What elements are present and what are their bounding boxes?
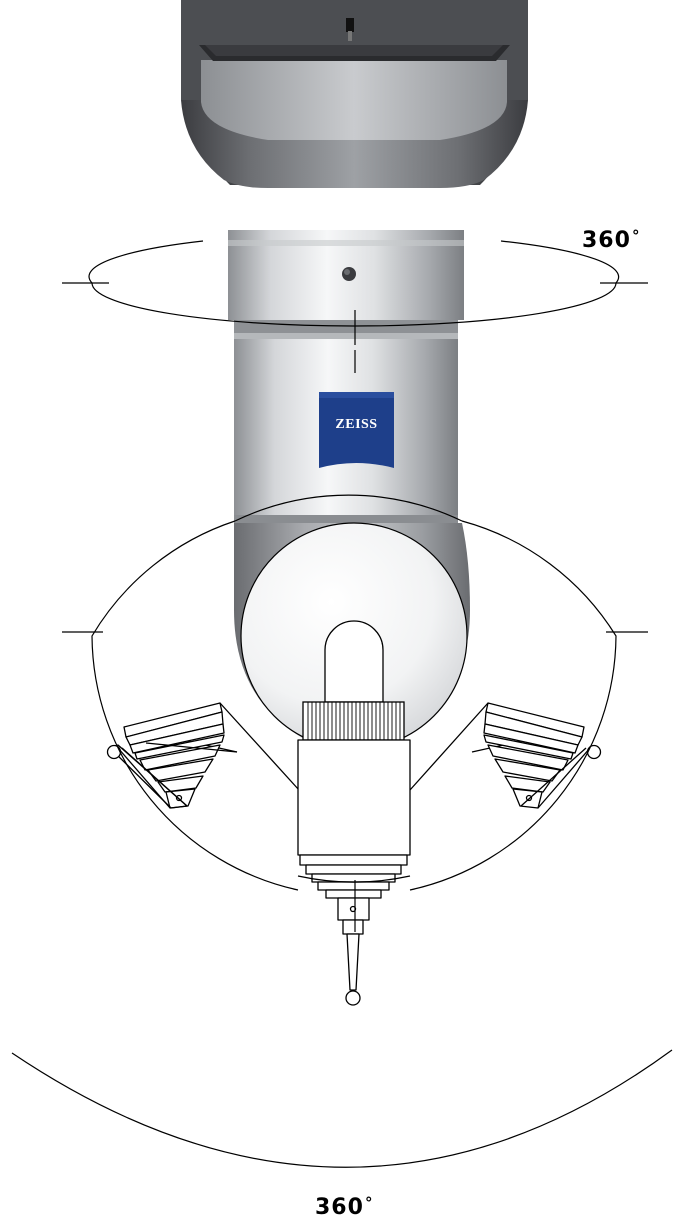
probe-neck xyxy=(324,620,384,703)
probe-head-upper-cylinder xyxy=(228,230,464,523)
bottom-degree-symbol: ° xyxy=(364,1194,374,1212)
zeiss-logo-text: ZEISS xyxy=(335,417,377,432)
bottom-rotation-value: 360 xyxy=(315,1195,364,1220)
horizontal-rotation-ellipse xyxy=(88,240,620,327)
top-rotation-label: 360° xyxy=(582,227,641,253)
zeiss-logo: ZEISS xyxy=(319,392,394,468)
probe-head-top-block xyxy=(181,0,528,188)
bottom-rotation-label: 360° xyxy=(315,1194,374,1220)
rotation-guide-lines xyxy=(11,240,673,1168)
probe-left-position xyxy=(106,702,300,809)
top-rotation-value: 360 xyxy=(582,228,631,253)
probe-right-position xyxy=(409,702,602,809)
bottom-rotation-arc xyxy=(11,1049,673,1168)
knurled-collar xyxy=(302,701,405,741)
tilt-range-circle xyxy=(234,494,463,522)
top-degree-symbol: ° xyxy=(631,227,641,245)
probe-center-position xyxy=(297,739,411,1006)
